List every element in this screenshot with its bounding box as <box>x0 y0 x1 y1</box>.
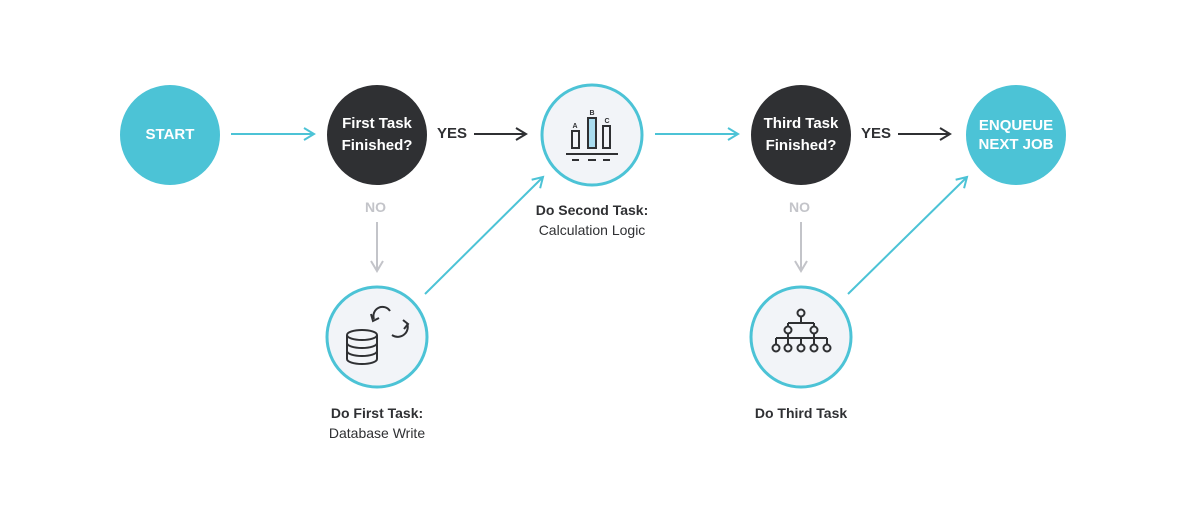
decision1-line1: First Task <box>342 115 412 132</box>
task3-caption: Do Third Task <box>721 403 881 423</box>
task1-subtitle: Database Write <box>328 425 426 441</box>
yes1-label: YES <box>437 125 468 142</box>
decision2-line1: Third Task <box>763 115 839 132</box>
decision2-label: Third Task Finished? <box>751 113 851 157</box>
end-label: ENQUEUE NEXT JOB <box>966 116 1066 154</box>
end-line2: NEXT JOB <box>978 136 1054 153</box>
bar-chart-icon <box>566 117 618 161</box>
decision1-line2: Finished? <box>341 137 413 154</box>
task2-title: Do Second Task: <box>535 202 649 218</box>
hierarchy-tree-icon <box>771 308 832 353</box>
decision1-node <box>327 85 427 185</box>
no2-label: NO <box>789 199 810 215</box>
end-line1: ENQUEUE <box>978 117 1054 134</box>
arrow-task1-to-task2 <box>424 175 545 295</box>
no1-label: NO <box>365 199 386 215</box>
task2-subtitle: Calculation Logic <box>538 222 646 238</box>
end-node <box>966 85 1066 185</box>
database-sync-icon <box>346 305 410 365</box>
decision2-node <box>751 85 851 185</box>
decision2-line2: Finished? <box>765 137 837 154</box>
task3-title: Do Third Task <box>754 405 848 421</box>
task2-caption: Do Second Task: Calculation Logic <box>512 200 672 240</box>
start-label: START <box>145 126 195 143</box>
start-node <box>120 85 220 185</box>
chart-icon-letter-c: C <box>604 118 609 125</box>
decision1-label: First Task Finished? <box>327 113 427 157</box>
task1-title: Do First Task: <box>330 405 424 421</box>
task1-caption: Do First Task: Database Write <box>297 403 457 443</box>
arrow-task3-to-end <box>847 175 969 295</box>
yes2-label: YES <box>861 125 892 142</box>
chart-icon-letter-b: B <box>589 110 594 117</box>
chart-icon-letter-a: A <box>572 123 577 130</box>
